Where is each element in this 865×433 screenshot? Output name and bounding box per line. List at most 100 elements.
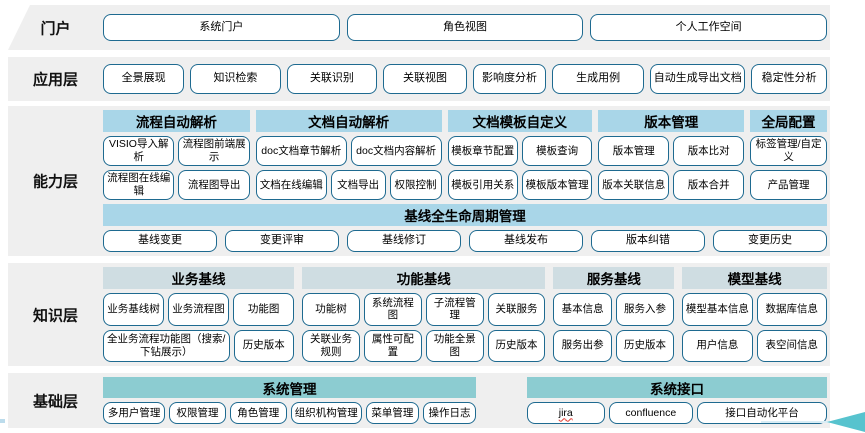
knowledge-item: 表空间信息 bbox=[756, 329, 828, 362]
layer-portal-label: 门户 bbox=[40, 20, 71, 37]
knowledge-row: 全业务流程功能图（搜索/下钻展示） 历史版本 bbox=[103, 329, 295, 362]
portal-item: 系统门户 bbox=[103, 14, 340, 41]
baseline-item: 基线变更 bbox=[103, 230, 217, 252]
capability-item: 模板查询 bbox=[521, 136, 593, 166]
layer-application-content: 全景展现 知识检索 关联识别 关联视图 影响度分析 生成用例 自动生成导出文档 … bbox=[103, 64, 827, 94]
layer-knowledge: 知识层 业务基线 业务基线树 业务流程图 功能图 全业务流程功能图（搜索/下钻展… bbox=[8, 263, 830, 366]
layer-foundation-content: 系统管理 多用户管理 权限管理 角色管理 组织机构管理 菜单管理 操作日志 系统… bbox=[103, 377, 827, 424]
capability-row: 模板章节配置 模板查询 bbox=[447, 136, 593, 166]
capability-item: 模板章节配置 bbox=[447, 136, 518, 166]
layer-foundation-label: 基础层 bbox=[32, 393, 78, 410]
foundation-gap bbox=[476, 377, 527, 424]
capability-item: 流程图导出 bbox=[178, 170, 250, 200]
foundation-item: 操作日志 bbox=[422, 402, 476, 424]
capability-group-process: 流程自动解析 VISIO导入解析 流程图前端展示 流程图在线编辑 流程图导出 bbox=[103, 110, 250, 200]
knowledge-item: 功能全景图 bbox=[425, 329, 484, 362]
capability-group-header: 版本管理 bbox=[598, 110, 745, 132]
portal-item: 角色视图 bbox=[346, 14, 584, 41]
layer-knowledge-label: 知识层 bbox=[32, 307, 78, 324]
capability-row: 标签管理/自定义 bbox=[750, 136, 828, 166]
capability-group-template: 文档模板自定义 模板章节配置 模板查询 模板引用关系 模板版本管理 bbox=[447, 110, 593, 200]
knowledge-item: 关联服务 bbox=[487, 293, 546, 326]
capability-group-global: 全局配置 标签管理/自定义 产品管理 bbox=[750, 110, 828, 200]
knowledge-row: 服务出参 历史版本 bbox=[553, 329, 675, 362]
arrow-head-icon bbox=[827, 411, 865, 433]
capability-group-header: 文档自动解析 bbox=[255, 110, 442, 132]
knowledge-item: 属性可配置 bbox=[363, 329, 422, 362]
capability-item: 文档导出 bbox=[330, 170, 386, 200]
knowledge-group-function: 功能基线 功能树 系统流程图 子流程管理 关联服务 关联业务规则 属性可配置 功… bbox=[302, 267, 546, 362]
knowledge-row: 关联业务规则 属性可配置 功能全景图 历史版本 bbox=[302, 329, 546, 362]
layer-knowledge-content: 业务基线 业务基线树 业务流程图 功能图 全业务流程功能图（搜索/下钻展示） 历… bbox=[103, 267, 828, 362]
capability-item: 文档在线编辑 bbox=[255, 170, 327, 200]
foundation-group-header: 系统接口 bbox=[527, 377, 827, 398]
layer-capability: 能力层 流程自动解析 VISIO导入解析 流程图前端展示 流程图在线编辑 流程图… bbox=[8, 106, 830, 256]
capability-group-document: 文档自动解析 doc文档章节解析 doc文档内容解析 文档在线编辑 文档导出 权… bbox=[255, 110, 442, 200]
foundation-item-jira: jira bbox=[527, 402, 605, 424]
capability-row: 文档在线编辑 文档导出 权限控制 bbox=[255, 170, 442, 200]
foundation-group-system-interface: 系统接口 jira confluence 接口自动化平台 bbox=[527, 377, 827, 424]
capability-item: 版本合并 bbox=[673, 170, 745, 200]
capability-item: 模板引用关系 bbox=[447, 170, 518, 200]
knowledge-group-header: 服务基线 bbox=[553, 267, 675, 289]
bottom-left-line-decoration bbox=[0, 419, 5, 423]
foundation-item: 权限管理 bbox=[169, 402, 226, 424]
knowledge-row: 用户信息 表空间信息 bbox=[682, 329, 828, 362]
knowledge-row: 模型基本信息 数据库信息 bbox=[682, 293, 828, 326]
layer-foundation: 基础层 系统管理 多用户管理 权限管理 角色管理 组织机构管理 菜单管理 操作日… bbox=[8, 373, 830, 428]
capability-row: 版本关联信息 版本合并 bbox=[598, 170, 745, 200]
knowledge-group-service: 服务基线 基本信息 服务入参 服务出参 历史版本 bbox=[553, 267, 675, 362]
portal-item: 个人工作空间 bbox=[590, 14, 828, 41]
capability-item: VISIO导入解析 bbox=[103, 136, 175, 166]
capability-item: doc文档章节解析 bbox=[255, 136, 347, 166]
knowledge-item: 系统流程图 bbox=[363, 293, 422, 326]
capability-item: 流程图前端展示 bbox=[178, 136, 250, 166]
knowledge-item: 功能树 bbox=[302, 293, 360, 326]
capability-item: 产品管理 bbox=[750, 170, 828, 200]
baseline-lifecycle-row: 基线变更 变更评审 基线修订 基线发布 版本纠错 变更历史 bbox=[103, 230, 827, 252]
capability-row: VISIO导入解析 流程图前端展示 bbox=[103, 136, 250, 166]
application-item: 关联识别 bbox=[286, 64, 378, 94]
capability-item: 流程图在线编辑 bbox=[103, 170, 175, 200]
baseline-item: 版本纠错 bbox=[591, 230, 705, 252]
knowledge-item: 用户信息 bbox=[682, 329, 753, 362]
knowledge-item: 业务流程图 bbox=[168, 293, 230, 326]
capability-row: 流程图在线编辑 流程图导出 bbox=[103, 170, 250, 200]
capability-item: 标签管理/自定义 bbox=[750, 136, 828, 166]
capability-item: 版本关联信息 bbox=[598, 170, 670, 200]
foundation-item: 角色管理 bbox=[229, 402, 287, 424]
foundation-row: 多用户管理 权限管理 角色管理 组织机构管理 菜单管理 操作日志 bbox=[103, 402, 476, 424]
foundation-item: 多用户管理 bbox=[103, 402, 166, 424]
capability-row: 产品管理 bbox=[750, 170, 828, 200]
knowledge-item: 历史版本 bbox=[233, 329, 295, 362]
corner-decoration bbox=[8, 5, 30, 50]
layer-capability-content: 流程自动解析 VISIO导入解析 流程图前端展示 流程图在线编辑 流程图导出 文… bbox=[103, 110, 828, 252]
foundation-group-system-management: 系统管理 多用户管理 权限管理 角色管理 组织机构管理 菜单管理 操作日志 bbox=[103, 377, 476, 424]
left-arrow-decoration bbox=[755, 411, 865, 433]
knowledge-item: 数据库信息 bbox=[756, 293, 828, 326]
capability-row: 版本管理 版本比对 bbox=[598, 136, 745, 166]
foundation-item: 菜单管理 bbox=[365, 402, 419, 424]
capability-item: 模板版本管理 bbox=[521, 170, 593, 200]
foundation-group-header: 系统管理 bbox=[103, 377, 476, 398]
knowledge-group-header: 模型基线 bbox=[682, 267, 827, 289]
application-item: 影响度分析 bbox=[473, 64, 547, 94]
capability-group-header: 流程自动解析 bbox=[103, 110, 250, 132]
layer-portal-content: 系统门户 角色视图 个人工作空间 bbox=[103, 14, 828, 41]
capability-row: doc文档章节解析 doc文档内容解析 bbox=[255, 136, 442, 166]
baseline-item: 变更评审 bbox=[225, 230, 339, 252]
knowledge-group-business: 业务基线 业务基线树 业务流程图 功能图 全业务流程功能图（搜索/下钻展示） 历… bbox=[103, 267, 295, 362]
knowledge-row: 业务基线树 业务流程图 功能图 bbox=[103, 293, 295, 326]
capability-group-header: 文档模板自定义 bbox=[447, 110, 593, 132]
layer-application: 应用层 全景展现 知识检索 关联识别 关联视图 影响度分析 生成用例 自动生成导… bbox=[8, 57, 830, 101]
capability-group-version: 版本管理 版本管理 版本比对 版本关联信息 版本合并 bbox=[598, 110, 745, 200]
knowledge-item: 基本信息 bbox=[553, 293, 612, 326]
knowledge-group-model: 模型基线 模型基本信息 数据库信息 用户信息 表空间信息 bbox=[682, 267, 828, 362]
capability-row: 模板引用关系 模板版本管理 bbox=[447, 170, 593, 200]
baseline-lifecycle-header: 基线全生命周期管理 bbox=[103, 204, 827, 226]
knowledge-item: 子流程管理 bbox=[425, 293, 484, 326]
knowledge-row: 基本信息 服务入参 bbox=[553, 293, 675, 326]
capability-groups: 流程自动解析 VISIO导入解析 流程图前端展示 流程图在线编辑 流程图导出 文… bbox=[103, 110, 828, 200]
knowledge-item: 模型基本信息 bbox=[682, 293, 753, 326]
